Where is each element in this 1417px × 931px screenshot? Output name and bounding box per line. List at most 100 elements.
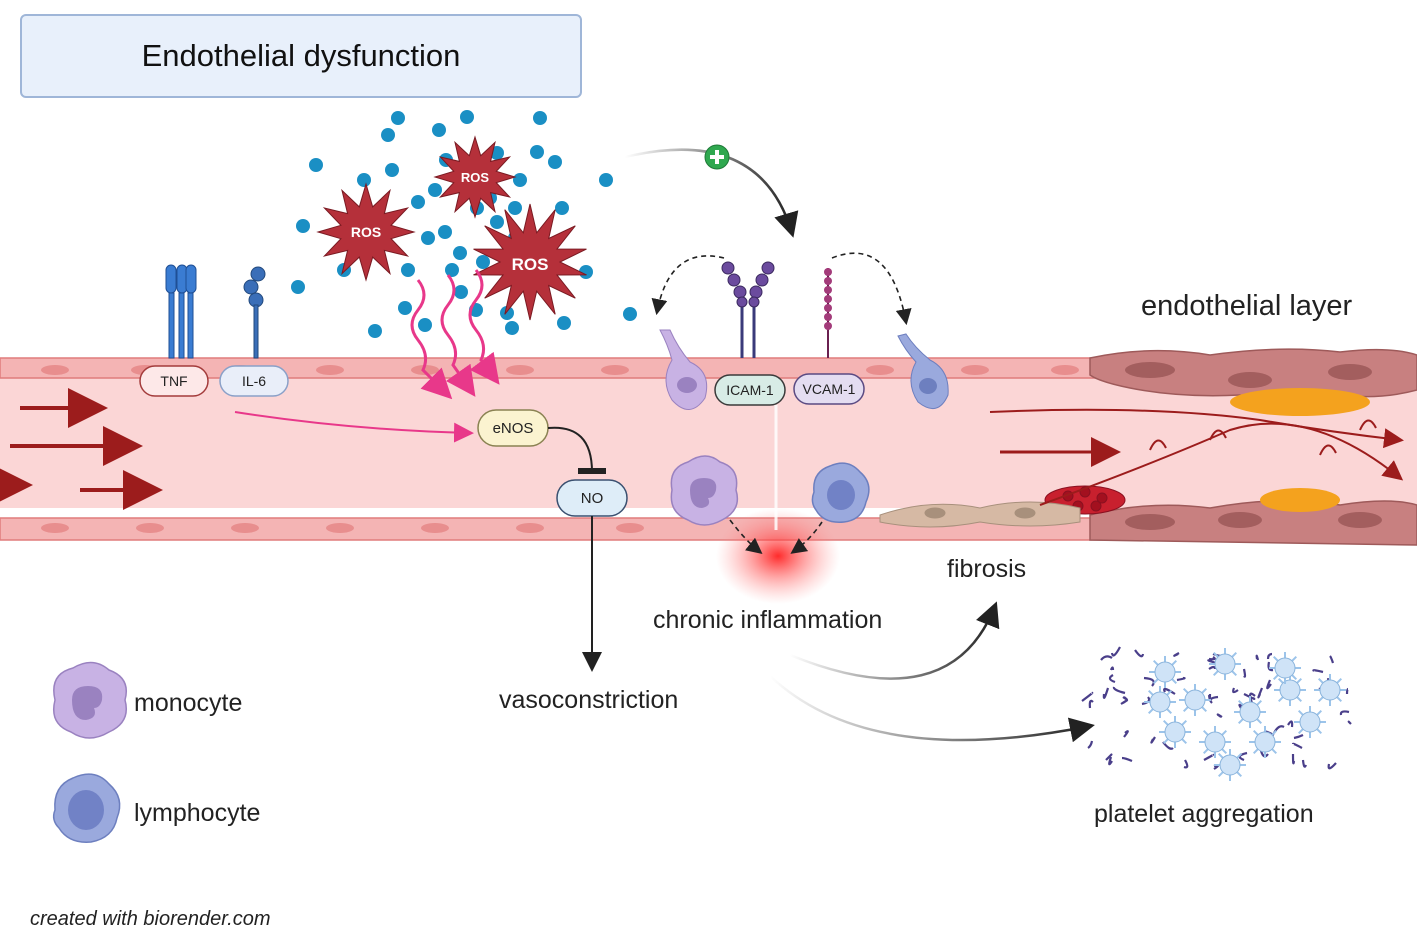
fibrin-strand: [1081, 691, 1094, 702]
ros-particle: [599, 173, 613, 187]
adhering-monocyte: [659, 329, 708, 410]
fibrin-strand: [1255, 654, 1260, 661]
fibrin-strand: [1163, 687, 1176, 695]
ros-particle: [533, 111, 547, 125]
no-label: NO: [556, 479, 628, 517]
fibrin-strand: [1291, 742, 1303, 749]
fibrin-strand: [1216, 713, 1223, 718]
ros-particle: [368, 324, 382, 338]
ros-star-3: ROS: [473, 203, 587, 321]
ros-particle: [381, 128, 395, 142]
ros-particle: [460, 110, 474, 124]
upregulation-arrow: [624, 148, 799, 238]
platelet: [1179, 684, 1211, 716]
fibrin-strand: [1150, 736, 1156, 744]
ros-particle: [291, 280, 305, 294]
platelet: [1159, 716, 1191, 748]
ros-particle: [579, 265, 593, 279]
legend-monocyte-icon: [53, 661, 127, 739]
ros-particle: [530, 145, 544, 159]
inflammation-to-fibrosis-arrow: [789, 601, 1000, 680]
ros-particle: [432, 123, 446, 137]
inflammation-glow: [716, 508, 840, 604]
fibrin-strand: [1087, 740, 1094, 749]
platelet: [1234, 696, 1266, 728]
icam1-text: ICAM-1: [726, 382, 774, 398]
page-title: Endothelial dysfunction: [141, 38, 461, 73]
ros-particle: [296, 219, 310, 233]
atherosclerotic-plaque-top: [1089, 348, 1417, 416]
bottom-cell-nuclei: [41, 523, 644, 533]
fibrin-strand: [1134, 649, 1145, 658]
ros-particle: [438, 225, 452, 239]
fibrin-strand: [1291, 753, 1296, 765]
fibrin-strand: [1209, 695, 1219, 704]
ros-particle: [445, 263, 459, 277]
fibrin-strand: [1121, 756, 1133, 763]
fibrin-strand: [1112, 686, 1126, 695]
ros-to-enos-arrows: [410, 269, 500, 400]
ros-particle: [411, 195, 425, 209]
ros-particle: [476, 255, 490, 269]
ros-particle: [428, 183, 442, 197]
fibrin-strand: [1176, 676, 1186, 682]
adhering-lymphocyte: [897, 333, 949, 410]
fibrin-strand: [1329, 655, 1335, 664]
ros-particle: [490, 215, 504, 229]
ros-particle: [309, 158, 323, 172]
fibrin-strand: [1347, 720, 1352, 725]
fibrin-strand: [1100, 655, 1113, 661]
ros-particle: [513, 173, 527, 187]
platelet: [1274, 674, 1306, 706]
fibrin-strand: [1327, 762, 1337, 770]
fibrosis-label: fibrosis: [947, 555, 1027, 583]
fibrin-strand: [1207, 693, 1212, 700]
fibrin-strand: [1110, 646, 1121, 657]
fibrin-strand: [1088, 699, 1094, 709]
ros-particle: [391, 111, 405, 125]
atherosclerotic-plaque-bottom: [1089, 488, 1417, 546]
platelet: [1314, 674, 1346, 706]
fibrin-strand: [1173, 652, 1180, 657]
ros-label-3: ROS: [512, 255, 549, 274]
fibrin-strand: [1257, 687, 1264, 699]
vessel-monocyte: [670, 455, 739, 526]
ros-star-2: ROS: [433, 135, 517, 219]
platelet: [1249, 726, 1281, 758]
tnf-receptor: [165, 264, 197, 359]
no-text: NO: [581, 490, 604, 507]
platelet: [1269, 652, 1301, 684]
fibrin-strand: [1266, 679, 1272, 690]
thrombus: [1044, 485, 1126, 515]
platelet: [1294, 706, 1326, 738]
icam1-label: ICAM-1: [714, 374, 786, 406]
platelet: [1144, 686, 1176, 718]
fibrin-strand: [1243, 693, 1256, 700]
ros-star-1: ROS: [316, 182, 416, 282]
ros-particle: [401, 263, 415, 277]
fibrin-strand: [1108, 756, 1113, 766]
fibrin-strand: [1345, 687, 1349, 695]
platelet: [1199, 726, 1231, 758]
fibrin-strand: [1339, 710, 1350, 716]
il6-text: IL-6: [242, 373, 266, 389]
ros-particle: [557, 316, 571, 330]
enos-text: eNOS: [493, 420, 534, 437]
tnf-text: TNF: [160, 373, 187, 389]
ros-label-1: ROS: [351, 224, 381, 240]
fibrin-strand: [1122, 696, 1128, 701]
ros-particle: [398, 301, 412, 315]
fibrin-strand: [1109, 666, 1115, 671]
inflammation-to-platelet-arrow: [769, 675, 1095, 743]
enos-inhibits-no: [547, 426, 607, 475]
il6-label: IL-6: [219, 365, 289, 397]
fibrin-strand: [1242, 668, 1247, 678]
vcam1-text: VCAM-1: [803, 381, 856, 397]
chronic-inflammation-label: chronic inflammation: [653, 606, 883, 634]
fibrin-strand: [1102, 687, 1110, 699]
ros-label-2: ROS: [461, 170, 490, 185]
fibrin-strand: [1108, 674, 1116, 684]
cell-to-inflammation-arrows: [729, 519, 823, 554]
endothelial-layer-label: endothelial layer: [1141, 290, 1353, 322]
ros-particle: [418, 318, 432, 332]
